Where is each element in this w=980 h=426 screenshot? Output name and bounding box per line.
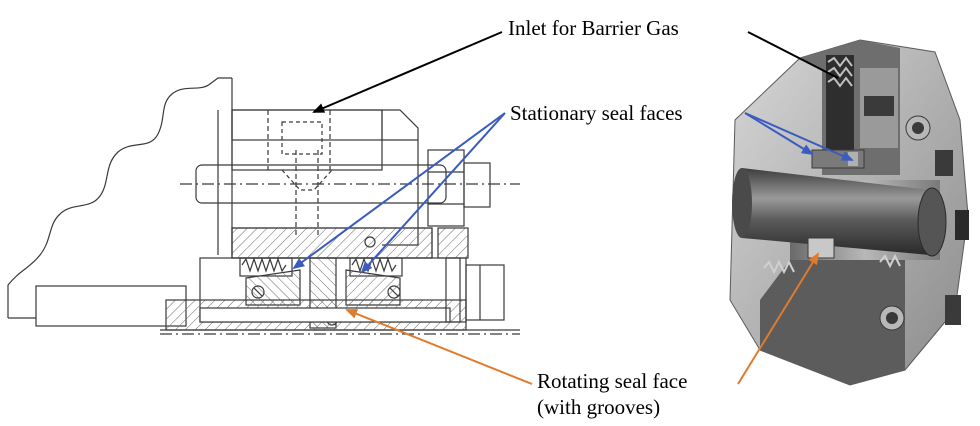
rotating-face-label: Rotating seal face — [537, 369, 688, 393]
arrow-inlet-right — [747, 31, 839, 79]
shaft-3d — [742, 168, 930, 255]
arrow-stationary-2 — [360, 112, 506, 274]
cutaway-render — [729, 39, 969, 386]
arrow-inlet-left — [312, 31, 503, 113]
o-ring-right — [387, 285, 401, 299]
inlet-label: Inlet for Barrier Gas — [508, 16, 679, 40]
o-ring-top — [364, 236, 376, 248]
rotating-face-3d — [807, 237, 835, 259]
housing-body — [35, 285, 187, 327]
stationary-faces-label: Stationary seal faces — [510, 101, 683, 125]
rotating-face-sublabel: (with grooves) — [537, 395, 661, 419]
arrow-stationary-3 — [744, 112, 814, 156]
arrow-rotating-left — [345, 309, 533, 385]
spring-3d-right — [879, 253, 901, 269]
o-ring-left — [251, 285, 265, 299]
housing-break-outline — [7, 77, 232, 318]
inlet-port-3d — [826, 55, 854, 150]
arrow-stationary-1 — [292, 112, 506, 270]
spring-3d-left — [763, 259, 795, 275]
arrow-stationary-4 — [744, 112, 854, 161]
annotation-arrows — [292, 31, 854, 385]
arrow-rotating-right — [737, 252, 820, 385]
technical-drawing — [7, 77, 520, 335]
